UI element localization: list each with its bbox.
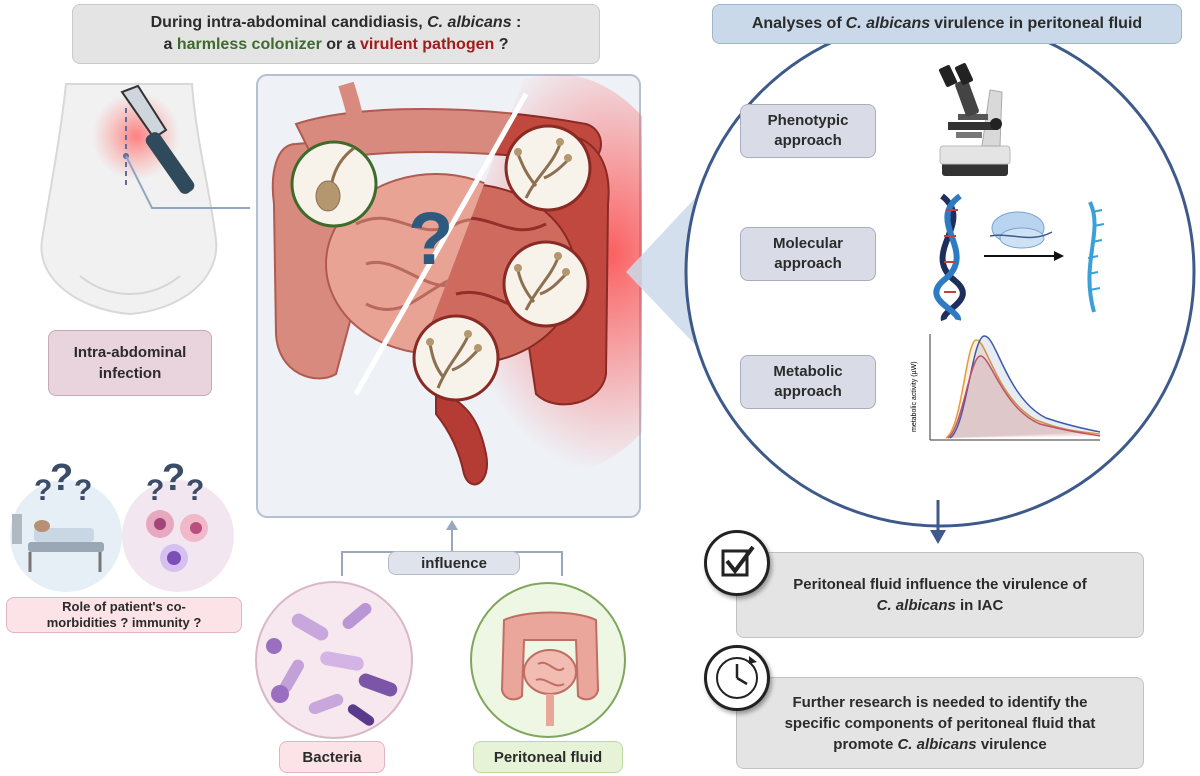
scalpel-icon [120,84,195,194]
title-line-2: a harmless colonizer or a virulent patho… [163,36,509,53]
analyses-title: Analyses of C. albicans virulence in per… [712,4,1182,44]
immune-cells-circle [122,480,234,592]
microscope-icon [938,63,1011,176]
question-marks-icon: ? [74,474,92,507]
intestine-icon [500,611,600,726]
hyphae-circle [502,240,590,328]
abdomen-figure [40,83,250,316]
metabolic-curve-icon: metabolic activity (µW) [911,334,1101,441]
dna-transcription-icon [933,193,1105,322]
question-mark-icon: ? [408,197,453,280]
molecular-approach-box: Molecular approach [740,227,876,281]
yeast-circle [290,140,378,228]
comorbidity-illustrations: ? ? ? ? ? ? [10,462,234,592]
immune-cells-icon [146,510,208,572]
hyphae-circle [412,314,500,402]
question-marks-icon: ? [146,474,164,507]
peritoneal-fluid-illustration [470,582,626,738]
question-marks-icon: ? [186,474,204,507]
bacteria-icon [266,602,398,726]
connector-line [125,155,250,209]
virulent-pathogen-label: virulent pathogen [360,36,495,53]
bacteria-illustration [255,581,413,739]
question-marks-icon: ? [34,474,52,507]
intra-abdominal-infection-box: Intra-abdominal infection [48,330,212,396]
phenotypic-approach-box: Phenotypic approach [740,104,876,158]
result-finding-box: Peritoneal fluid influence the virulence… [736,552,1144,638]
influence-label: influence [388,551,520,575]
clock-icon [704,645,770,711]
checkbox-icon [704,530,770,596]
title-box: During intra-abdominal candidiasis, C. a… [72,4,600,64]
comorbidities-box: Role of patient's co- morbidities ? immu… [6,597,242,633]
metabolic-chart-ylabel: metabolic activity (µW) [911,361,918,432]
harmless-colonizer-label: harmless colonizer [176,36,322,53]
hospital-bed-icon [12,514,104,572]
question-marks-icon: ? [162,462,185,499]
metabolic-approach-box: Metabolic approach [740,355,876,409]
title-line-1: During intra-abdominal candidiasis, C. a… [150,14,522,31]
question-marks-icon: ? [50,462,73,499]
further-research-box: Further research is needed to identify t… [736,677,1144,769]
bacteria-label: Bacteria [279,741,385,773]
hyphae-circle [504,124,592,212]
divider-line [353,92,529,396]
down-arrow-head [930,530,946,544]
peritoneal-fluid-label: Peritoneal fluid [473,741,623,773]
intestine-panel: ? [256,74,642,518]
